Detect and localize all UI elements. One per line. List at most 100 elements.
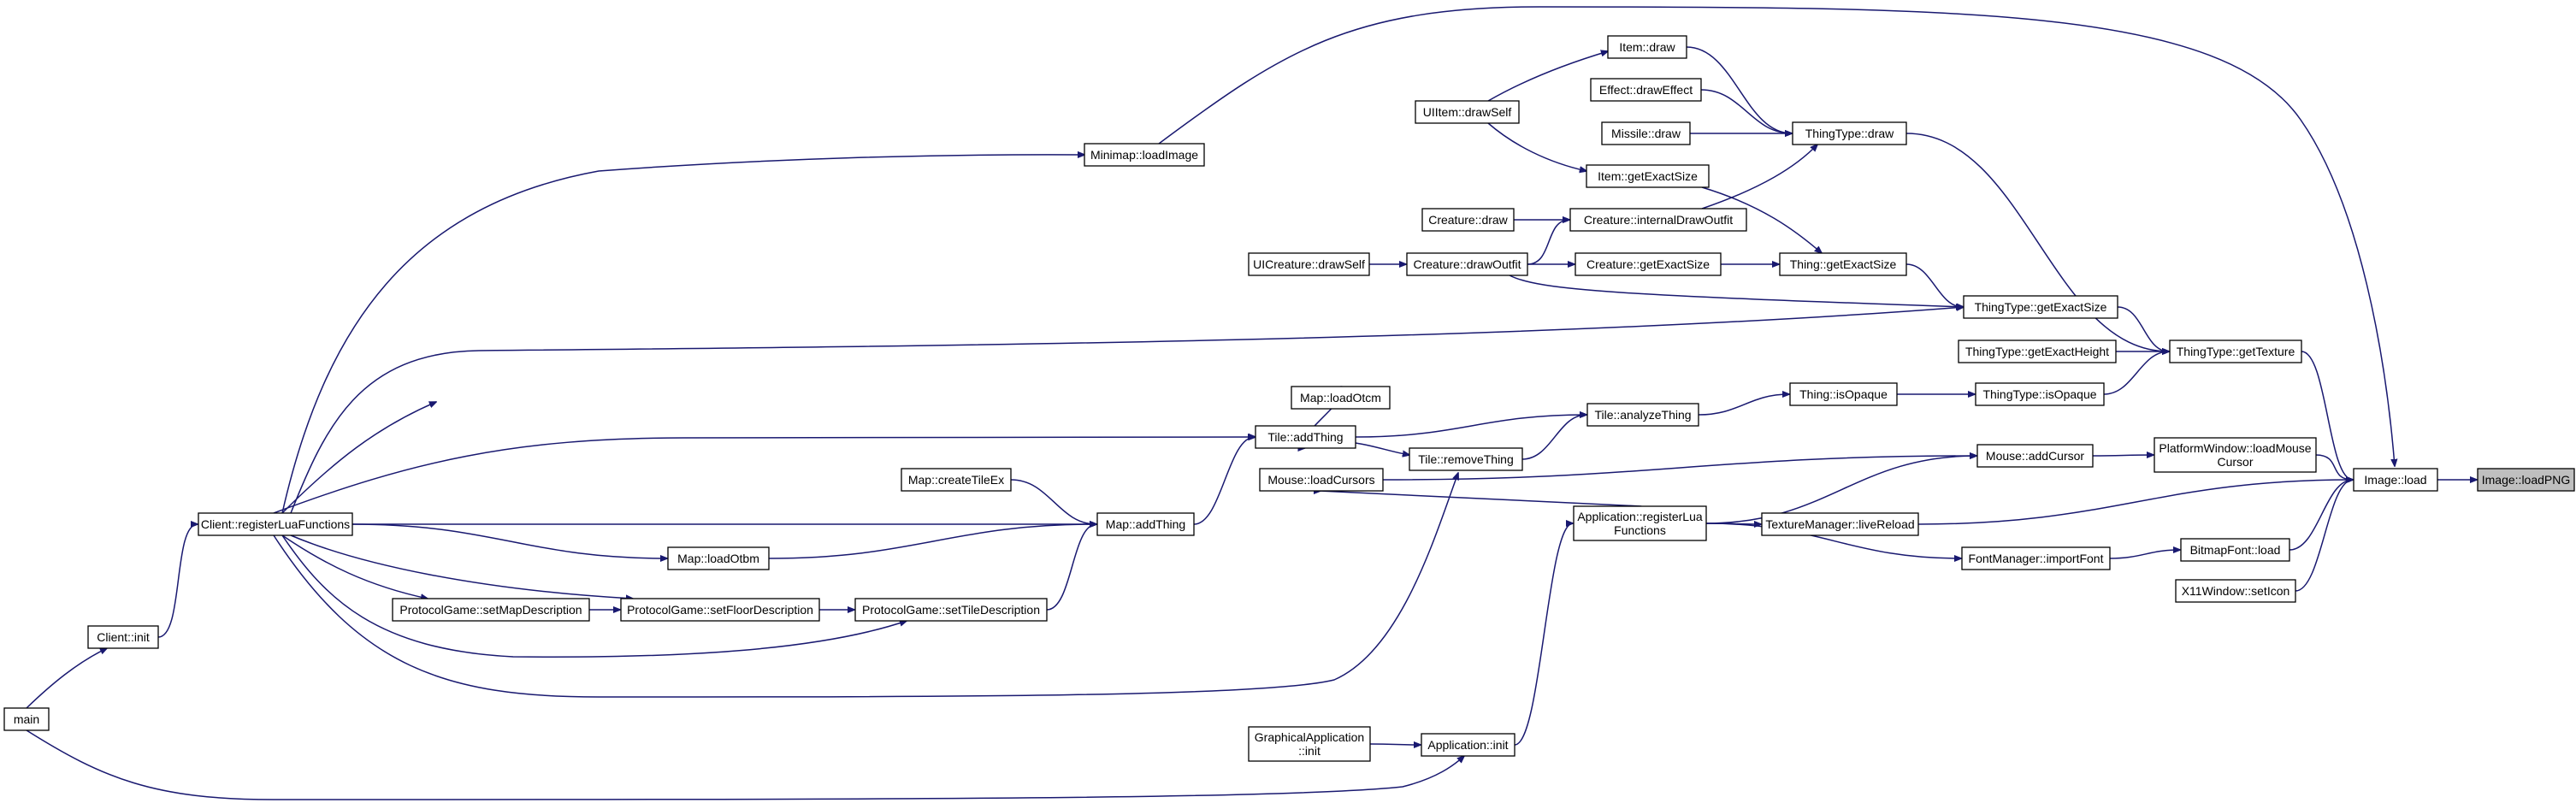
node-application_registerluafunctions[interactable]: Application::registerLuaFunctions [1573, 505, 1707, 541]
node-texturemanager_livereload[interactable]: TextureManager::liveReload [1761, 512, 1919, 536]
node-label: Mouse::loadCursors [1267, 473, 1374, 487]
edge-client_registerluafunctions-to-protocolgame_setfloordescription [290, 534, 633, 599]
edge-protocolgame_settiledescription-to-map_addthing [1046, 524, 1096, 611]
node-box [901, 468, 1012, 492]
node-item_getexactsize[interactable]: Item::getExactSize [1586, 164, 1710, 188]
node-box [1096, 512, 1195, 536]
node-tile_analyzething[interactable]: Tile::analyzeThing [1586, 403, 1699, 427]
node-label: GraphicalApplication [1255, 730, 1364, 744]
node-box [1789, 382, 1898, 406]
node-map_loadotbm[interactable]: Map::loadOtbm [667, 546, 770, 570]
node-item_draw[interactable]: Item::draw [1607, 35, 1687, 59]
node-label: Effect::drawEffect [1599, 83, 1693, 97]
call-edges [26, 6, 2477, 800]
node-label: ThingType::getExactSize [1975, 300, 2107, 314]
edge-application_registerluafunctions-to-mouse_addcursor [1705, 456, 1976, 524]
node-label: FontManager::importFont [1969, 552, 2104, 565]
edge-texturemanager_livereload-to-image_load [1917, 480, 2353, 525]
node-thingtype_getexactsize[interactable]: ThingType::getExactSize [1963, 295, 2118, 319]
node-label: ThingType::isOpaque [1982, 387, 2096, 401]
node-map_createtileex[interactable]: Map::createTileEx [901, 468, 1012, 492]
node-label: Map::createTileEx [908, 473, 1004, 487]
edge-client_registerluafunctions-to-protocolgame_setmapdescription [281, 534, 428, 599]
edge-uiitem_drawself-to-item_getexactsize [1487, 122, 1586, 171]
call-nodes: Image::loadPNG Image::load PlatformWindow:… [3, 35, 2575, 762]
node-thingtype_isopaque[interactable]: ThingType::isOpaque [1975, 382, 2105, 406]
node-box [1958, 340, 2117, 363]
edge-item_draw-to-thingtype_draw [1686, 46, 1792, 133]
edge-tile_analyzething-to-thing_isopaque [1698, 394, 1789, 416]
node-image_load[interactable]: Image::load [2353, 468, 2438, 492]
node-tile_addthing[interactable]: Tile::addThing [1255, 425, 1356, 449]
node-creature_internaldrawoutfit[interactable]: Creature::internalDrawOutfit [1569, 208, 1747, 232]
node-application_init[interactable]: Application::init [1421, 733, 1515, 757]
node-map_addthing[interactable]: Map::addThing [1096, 512, 1195, 536]
node-effect_draweffect[interactable]: Effect::drawEffect [1590, 78, 1702, 102]
node-box [1961, 546, 2111, 570]
node-uiitem_drawself[interactable]: UIItem::drawSelf [1415, 100, 1520, 124]
node-thing_isopaque[interactable]: Thing::isOpaque [1789, 382, 1898, 406]
node-label: TextureManager::liveReload [1765, 517, 1914, 531]
edge-client_registerluafunctions-to-minimap_loadimage [281, 155, 1084, 514]
node-label: ThingType::getExactHeight [1965, 345, 2109, 358]
node-protocolgame_setmapdescription[interactable]: ProtocolGame::setMapDescription [392, 598, 590, 622]
edge-creature_internaldrawoutfit-to-thingtype_draw [1701, 145, 1817, 210]
node-label: Minimap::loadImage [1090, 148, 1198, 162]
node-tile_removething[interactable]: Tile::removeThing [1409, 447, 1523, 471]
node-mouse_loadcursors[interactable]: Mouse::loadCursors [1259, 468, 1384, 492]
node-thingtype_draw[interactable]: ThingType::draw [1792, 121, 1907, 145]
node-box [1792, 121, 1907, 145]
node-label: ProtocolGame::setFloorDescription [627, 603, 813, 617]
node-fontmanager_importfont[interactable]: FontManager::importFont [1961, 546, 2111, 570]
node-creature_getexactsize[interactable]: Creature::getExactSize [1575, 252, 1722, 276]
node-box [2353, 468, 2438, 492]
node-minimap_loadimage[interactable]: Minimap::loadImage [1084, 143, 1205, 167]
node-box [1601, 121, 1691, 145]
edge-client_registerluafunctions-to-map_loadotcm [281, 402, 436, 514]
node-thingtype_getexactheight[interactable]: ThingType::getExactHeight [1958, 340, 2117, 363]
node-box [1409, 447, 1523, 471]
node-bitmapfont_load[interactable]: BitmapFont::load [2180, 538, 2290, 562]
node-box [1291, 386, 1391, 410]
node-client_registerluafunctions[interactable]: Client::registerLuaFunctions [198, 512, 353, 536]
node-creature_draw[interactable]: Creature::draw [1421, 208, 1515, 232]
node-creature_drawoutfit[interactable]: Creature::drawOutfit [1406, 252, 1528, 276]
node-protocolgame_settiledescription[interactable]: ProtocolGame::setTileDescription [854, 598, 1048, 622]
node-box [1259, 468, 1384, 492]
node-map_loadotcm[interactable]: Map::loadOtcm [1291, 386, 1391, 410]
edge-map_loadotbm-to-map_addthing [768, 524, 1096, 559]
node-main[interactable]: main [3, 707, 50, 731]
node-box [1590, 78, 1702, 102]
node-label: Item::draw [1619, 40, 1675, 54]
node-x11window_seticon[interactable]: X11Window::setIcon [2175, 579, 2296, 603]
edge-client_registerluafunctions-to-tile_addthing [273, 436, 1256, 514]
node-thing_getexactsize[interactable]: Thing::getExactSize [1779, 252, 1907, 276]
node-box [667, 546, 770, 570]
node-client_init[interactable]: Client::init [87, 625, 159, 649]
node-mouse_addcursor[interactable]: Mouse::addCursor [1976, 444, 2094, 468]
edge-client_registerluafunctions-to-map_loadotbm [352, 523, 667, 558]
node-label: Tile::removeThing [1418, 452, 1514, 466]
edge-minimap_loadimage-to-image_load [1158, 6, 2395, 466]
edge-thing_getexactsize-to-thingtype_getexactsize [1905, 263, 1963, 307]
edge-tile_addthing-to-tile_analyzething [1355, 415, 1586, 438]
node-thingtype_gettexture[interactable]: ThingType::getTexture [2169, 340, 2302, 363]
node-uicreature_drawself[interactable]: UICreature::drawSelf [1248, 252, 1370, 276]
node-image_loadpng[interactable]: Image::loadPNG [2477, 468, 2575, 492]
node-label: Client::registerLuaFunctions [201, 517, 350, 531]
node-label: Creature::internalDrawOutfit [1584, 213, 1733, 227]
node-label: ::init [1298, 744, 1320, 758]
node-box [1963, 295, 2118, 319]
edge-client_init-to-client_registerluafunctions [157, 524, 198, 638]
edge-creature_drawoutfit-to-thingtype_getexactsize [1509, 275, 1964, 307]
node-box [198, 512, 353, 536]
node-protocolgame_setfloordescription[interactable]: ProtocolGame::setFloorDescription [620, 598, 820, 622]
node-label: Thing::isOpaque [1799, 387, 1888, 401]
node-box [2175, 579, 2296, 603]
node-label: Tile::addThing [1267, 430, 1343, 444]
node-graphicalapplication_init[interactable]: GraphicalApplication::init [1248, 726, 1371, 762]
node-missile_draw[interactable]: Missile::draw [1601, 121, 1691, 145]
node-label: ThingType::draw [1805, 127, 1894, 140]
